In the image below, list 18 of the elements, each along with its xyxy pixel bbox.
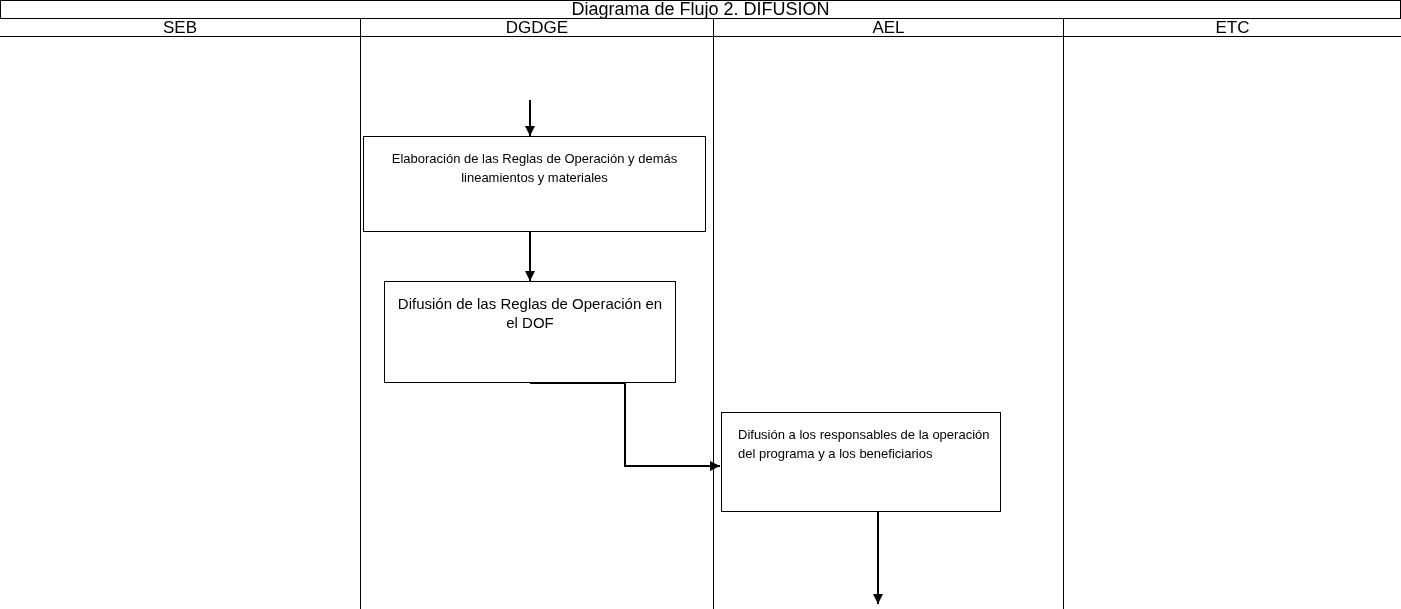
process-box [721, 412, 1001, 512]
swimlane [713, 18, 1063, 609]
arrow [873, 511, 883, 605]
arrow [525, 99, 535, 137]
step-text: Elaboración de las Reglas de Operación y demás lineamientos y materiales [390, 150, 679, 187]
diagram-title: Diagrama de Flujo 2. DIFUSIÓN [0, 0, 1401, 19]
swimlane [360, 18, 713, 609]
lane-header: AEL [714, 18, 1063, 37]
process-box [363, 136, 706, 232]
step-text: Difusión de las Reglas de Operación en el DOF [396, 294, 664, 332]
lane-header: SEB [0, 18, 360, 37]
process-box [384, 281, 676, 383]
lane-header: ETC [1064, 18, 1401, 37]
step-text: Difusión a los responsables de la operación del programa y a los beneficiarios [738, 426, 991, 463]
arrow [529, 382, 721, 471]
arrow [525, 231, 535, 282]
swimlane [1063, 18, 1401, 609]
lane-header: DGDGE [361, 18, 713, 37]
